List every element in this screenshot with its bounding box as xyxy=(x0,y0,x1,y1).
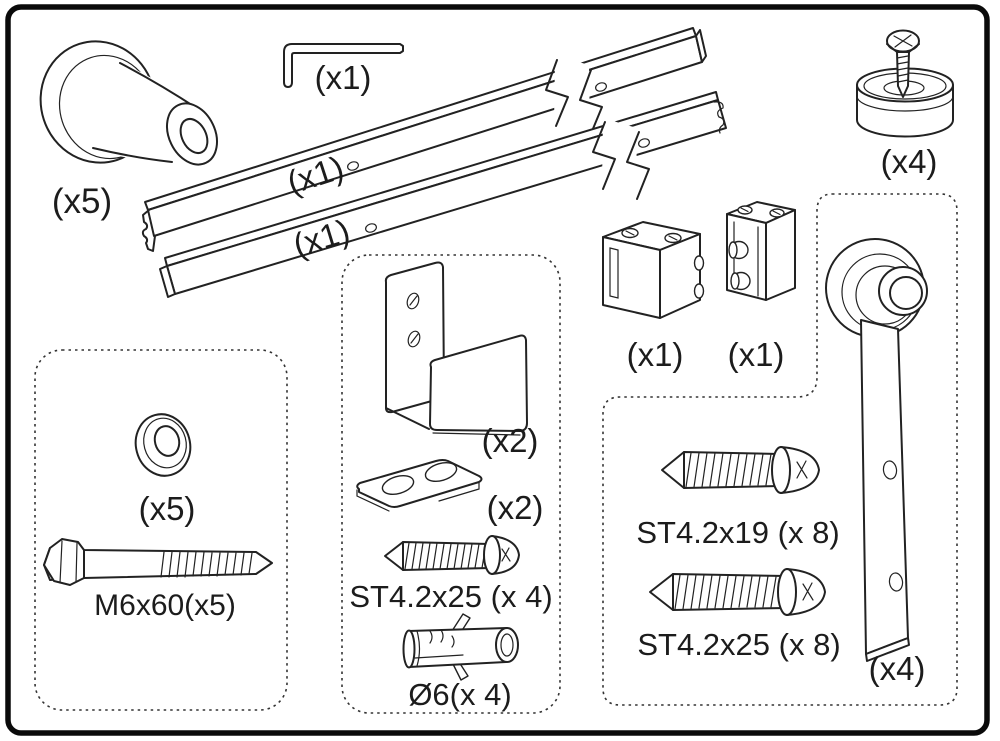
door-stopper-right-qty-label: (x1) xyxy=(728,336,785,373)
screw-st42x25-x4-spec-label: ST4.2x25 (x 4) xyxy=(349,579,552,614)
group-box-floor-guide xyxy=(341,254,561,714)
guide-plate-illustration xyxy=(356,459,483,512)
screw-st42x25-x4-illustration xyxy=(384,535,520,575)
door-stopper-left-qty-label: (x1) xyxy=(627,336,684,373)
wall-spacer-illustration xyxy=(39,40,218,166)
floor-guide-illustration xyxy=(384,261,528,436)
anti-jump-disc-illustration xyxy=(856,29,954,138)
rail-upper-illustration xyxy=(141,27,707,252)
rail-lower-illustration xyxy=(159,91,727,298)
screw-st42x25-x8-illustration xyxy=(649,568,826,616)
hex-key-illustration xyxy=(283,43,404,88)
hex-key-qty-label: (x1) xyxy=(315,59,372,96)
hex-bolt-spec-label: M6x60(x5) xyxy=(94,589,236,622)
anti-jump-disc-qty-label: (x4) xyxy=(881,143,938,180)
screw-st42x19-x8-spec-label: ST4.2x19 (x 8) xyxy=(636,515,839,550)
diagram-border xyxy=(5,4,990,736)
floor-guide-qty-label: (x2) xyxy=(482,422,539,459)
door-stopper-left-illustration xyxy=(602,221,705,319)
wall-anchor-illustration xyxy=(402,613,519,681)
wall-spacer-qty-label: (x5) xyxy=(52,182,112,221)
washer-illustration xyxy=(134,413,192,477)
group-box-bolt-washer xyxy=(34,349,288,711)
hanger-strap-illustration xyxy=(825,238,928,662)
door-stopper-right-illustration xyxy=(726,201,796,301)
screw-st42x19-x8-illustration xyxy=(661,446,820,494)
guide-plate-qty-label: (x2) xyxy=(487,489,544,526)
wall-anchor-spec-label: Ø6(x 4) xyxy=(408,677,511,712)
hanger-strap-qty-label: (x4) xyxy=(869,650,926,687)
screw-st42x25-x8-spec-label: ST4.2x25 (x 8) xyxy=(637,627,840,662)
washer-qty-label: (x5) xyxy=(139,490,196,527)
hex-bolt-illustration xyxy=(43,538,273,586)
